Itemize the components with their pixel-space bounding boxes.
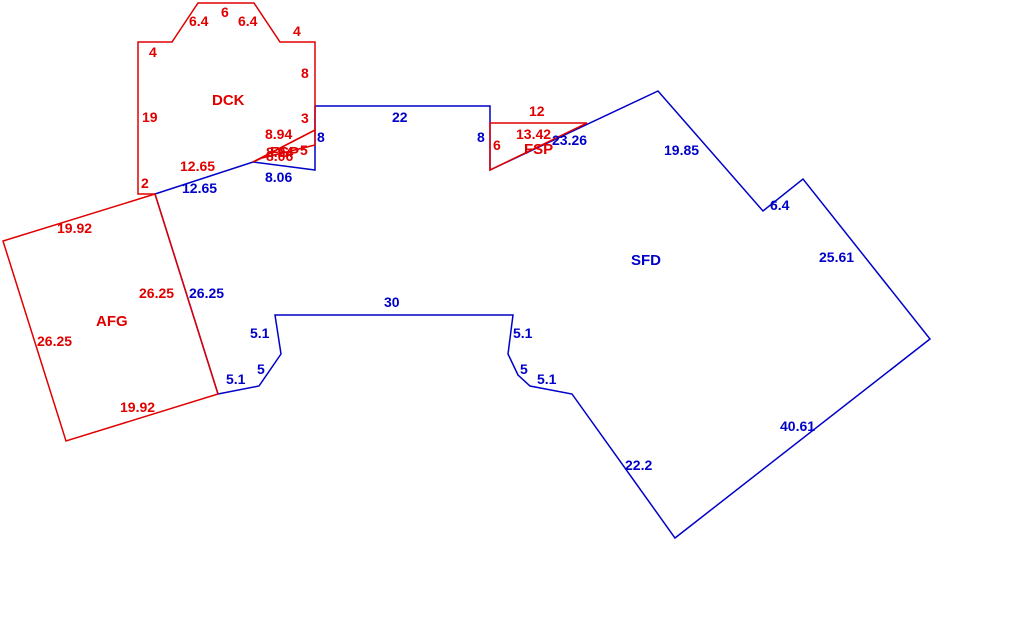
dim-label: 12.65 (182, 180, 217, 196)
dim-label: 4 (293, 23, 301, 39)
area-label-fsp-right: FSP (524, 141, 553, 158)
dim-label: 2 (141, 175, 149, 191)
dim-label: 5.1 (537, 371, 557, 387)
dim-label: 8 (301, 65, 309, 81)
dim-label: 22 (392, 109, 408, 125)
dim-label: 8.06 (266, 148, 293, 164)
area-label-afg: AFG (96, 313, 128, 330)
dim-label: 8.94 (265, 126, 292, 142)
dim-label: 13.42 (516, 126, 551, 142)
dim-label: 5 (520, 361, 528, 377)
dim-label: 30 (384, 294, 400, 310)
area-label-fsp-left: FSP (270, 144, 299, 161)
dim-label: 6.4 (770, 197, 790, 213)
area-label-sfd: SFD (631, 252, 661, 269)
dim-label: 8.94 (266, 144, 293, 160)
dim-label: 8 (317, 129, 325, 145)
afg-outline (2, 193, 219, 442)
dim-label: 6 (221, 4, 229, 20)
dim-label: 5.1 (250, 325, 270, 341)
dim-label: 22.2 (625, 457, 652, 473)
dim-label: 8.06 (265, 169, 292, 185)
dim-label: 26.25 (139, 285, 174, 301)
dim-label: 19.92 (57, 220, 92, 236)
dck-outline (137, 2, 316, 195)
dim-label: 6 (493, 137, 501, 153)
dim-label: 19 (142, 109, 158, 125)
dim-label: 6.4 (189, 13, 209, 29)
dim-label: 4 (149, 44, 157, 60)
dim-label: 40.61 (780, 418, 815, 434)
dim-label: 26.25 (189, 285, 224, 301)
dim-label: 26.25 (37, 333, 72, 349)
dim-label: 5.1 (226, 371, 246, 387)
dim-label: 5 (300, 142, 308, 158)
dim-label: 5 (257, 361, 265, 377)
dim-label: 6.4 (238, 13, 258, 29)
dim-label: 25.61 (819, 249, 854, 265)
dim-label: 12 (529, 103, 545, 119)
area-label-dck: DCK (212, 92, 245, 109)
dim-label: 19.92 (120, 399, 155, 415)
dim-label: 3 (301, 110, 309, 126)
dim-label: 19.85 (664, 142, 699, 158)
dim-label: 5.1 (513, 325, 533, 341)
fsp-right-outline (489, 122, 588, 172)
dim-label: 8 (477, 129, 485, 145)
dim-label: 23.26 (552, 132, 587, 148)
fsp-left-outline (252, 128, 316, 163)
dim-label: 12.65 (180, 158, 215, 174)
